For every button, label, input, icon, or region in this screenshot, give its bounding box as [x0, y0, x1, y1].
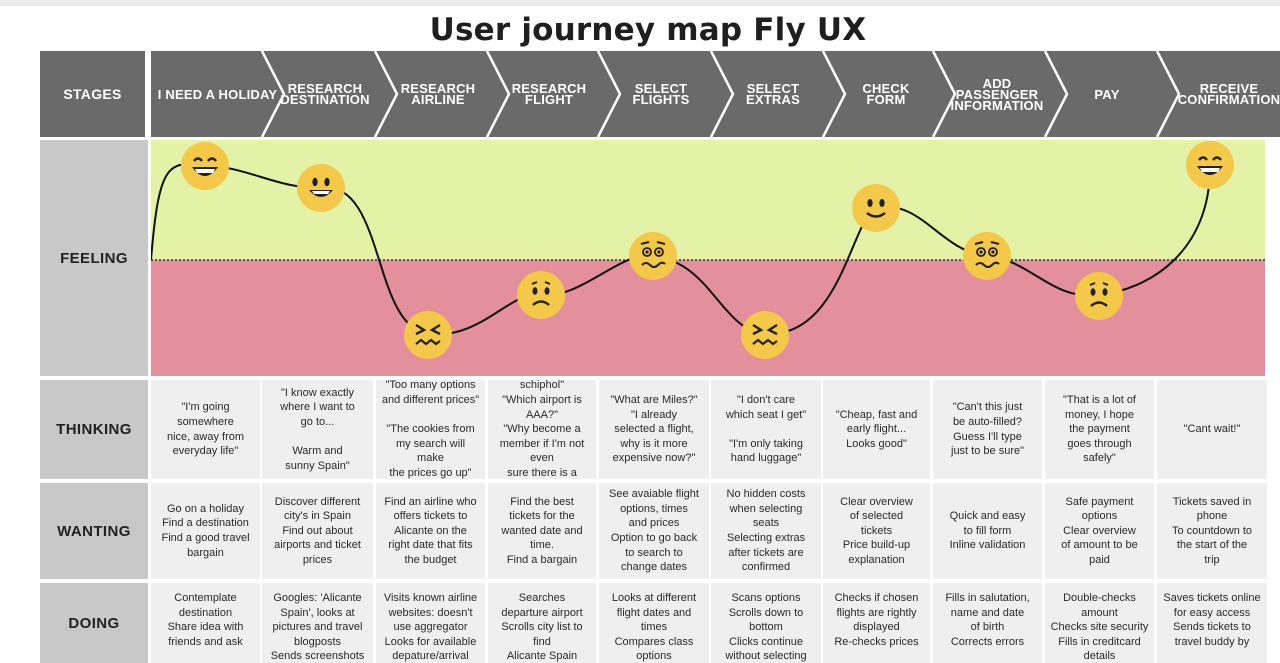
stage-chevron-divider [931, 51, 957, 137]
thinking-cell: "Too many options and different prices" … [376, 380, 485, 479]
thinking-cell: "That is a lot of money, I hope the paym… [1045, 380, 1154, 479]
emoji-very-happy-icon [180, 141, 230, 191]
thinking-cell: "I'm going somewhere nice, away from eve… [151, 380, 260, 479]
doing-cell: Saves tickets online for easy access Sen… [1157, 583, 1267, 663]
doing-cell: Visits known airline websites: doesn't u… [376, 583, 485, 663]
emoji-smile-icon [851, 183, 901, 233]
stage-chevrons [260, 51, 1181, 137]
emoji-frustrated-icon [740, 310, 790, 360]
wanting-cell: No hidden costs when selecting seats Sel… [711, 483, 821, 579]
doing-cell: Fills in salutation, name and date of bi… [933, 583, 1042, 663]
emoji-sad-icon [516, 270, 566, 320]
stage-label: SELECT EXTRAS [746, 81, 800, 107]
stage-chevron-divider [1043, 51, 1069, 137]
stage-label: SELECT FLIGHTS [632, 81, 690, 107]
stage-chevron-divider [709, 51, 735, 137]
stage-label: ADD PASSENGER INFORMATION [950, 75, 1044, 113]
stage-chevron-divider [485, 51, 511, 137]
wanting-cell: Find an airline who offers tickets to Al… [376, 483, 485, 579]
wanting-cell: See avaiable flight options, times and p… [599, 483, 709, 579]
feeling-area [151, 140, 1265, 376]
thinking-cell: "I always fly from schiphol" "Which airp… [488, 380, 596, 479]
thinking-cell: "Can't this just be auto-filled? Guess I… [933, 380, 1042, 479]
stage-label: CHECK FORM [862, 81, 910, 107]
wanting-cell: Clear overview of selected tickets Price… [823, 483, 930, 579]
wanting-cell: Discover different city's in Spain Find … [262, 483, 373, 579]
thinking-cell: "Cheap, fast and early flight... Looks g… [823, 380, 930, 479]
page-title: User journey map Fly UX [429, 12, 867, 48]
doing-cell: Searches departure airport Scrolls city … [488, 583, 596, 663]
neutral-divider [151, 259, 1265, 261]
stage-chevron-divider [1155, 51, 1181, 137]
doing-cell: Double-checks amount Checks site securit… [1045, 583, 1154, 663]
wanting-row-label: WANTING [40, 483, 148, 579]
emoji-confused-icon [628, 231, 678, 281]
emoji-sad-icon [1074, 271, 1124, 321]
stage-label: RESEARCH DESTINATION [280, 81, 370, 107]
stage-label: RESEARCH FLIGHT [511, 81, 587, 107]
emoji-happy-icon [296, 163, 346, 213]
feeling-row-label: FEELING [40, 140, 148, 376]
emoji-very-happy-icon [1185, 140, 1235, 190]
wanting-cell: Find the best tickets for the wanted dat… [488, 483, 596, 579]
wanting-cell: Go on a holiday Find a destination Find … [151, 483, 260, 579]
stage-label: RESEARCH AIRLINE [400, 81, 476, 107]
wanting-cell: Tickets saved in phone To countdown to t… [1157, 483, 1267, 579]
stage-label: RECEIVE CONFIRMATION [1177, 81, 1280, 107]
wanting-cell: Quick and easy to fill form Inline valid… [933, 483, 1042, 579]
emoji-confused-icon [962, 231, 1012, 281]
emoji-frustrated-icon [403, 310, 453, 360]
wanting-cell: Safe payment options Clear overview of a… [1045, 483, 1154, 579]
stage-chevron-divider [821, 51, 847, 137]
stage-chevron-divider [373, 51, 399, 137]
thinking-cell: "Cant wait!" [1157, 380, 1267, 479]
doing-cell: Googles: 'Alicante Spain', looks at pict… [262, 583, 373, 663]
doing-cell: Checks if chosen flights are rightly dis… [823, 583, 930, 663]
thinking-cell: "What are Miles?" "I already selected a … [599, 380, 709, 479]
thinking-cell: "I know exactly where I want to go to...… [262, 380, 373, 479]
thinking-cell: "I don't care which seat I get" "I'm onl… [711, 380, 821, 479]
doing-cell: Contemplate destination Share idea with … [151, 583, 260, 663]
doing-cell: Looks at different flight dates and time… [599, 583, 709, 663]
stage-chevron-divider [596, 51, 622, 137]
stages-row-label: STAGES [40, 51, 148, 137]
thinking-row-label: THINKING [40, 380, 148, 479]
stage-label: PAY [1094, 86, 1120, 102]
doing-row-label: DOING [40, 583, 148, 663]
negative-band [151, 260, 1265, 376]
top-bar [0, 0, 1280, 6]
doing-cell: Scans options Scrolls down to bottom Cli… [711, 583, 821, 663]
stage-label: I NEED A HOLIDAY [157, 86, 278, 102]
stage-chevron-divider [260, 51, 286, 137]
